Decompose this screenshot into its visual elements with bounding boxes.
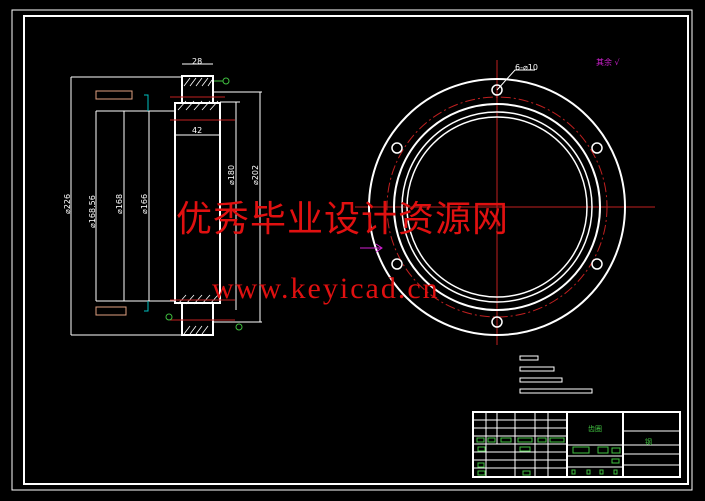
section-view [70,63,262,336]
watermark-url: www.keyicad.cn [212,272,440,305]
watermark-cn: 优秀毕业设计资源网 [176,199,510,240]
roughness-note: 其余 √ [596,57,621,67]
title-block [472,411,681,478]
dim-28: 28 [192,57,202,66]
front-view [355,60,655,345]
dim-168: ⌀168 [115,194,124,214]
dim-180: ⌀180 [227,165,236,185]
outer-border [11,9,693,491]
dim-202: ⌀202 [251,165,260,185]
title-part-name: 齿圈 [588,425,602,433]
technical-notes [519,355,593,394]
dimension-labels: 28 42 ⌀226 ⌀168.56 ⌀168 ⌀166 ⌀180 ⌀202 [63,57,260,228]
dim-226: ⌀226 [63,194,72,214]
title-material: 钢 [645,437,652,446]
hole-callout: 6-⌀10 [515,63,538,72]
dim-166: ⌀166 [140,194,149,214]
dim-42: 42 [192,126,202,135]
dim-168-56: ⌀168.56 [88,195,97,228]
inner-frame [23,15,689,485]
